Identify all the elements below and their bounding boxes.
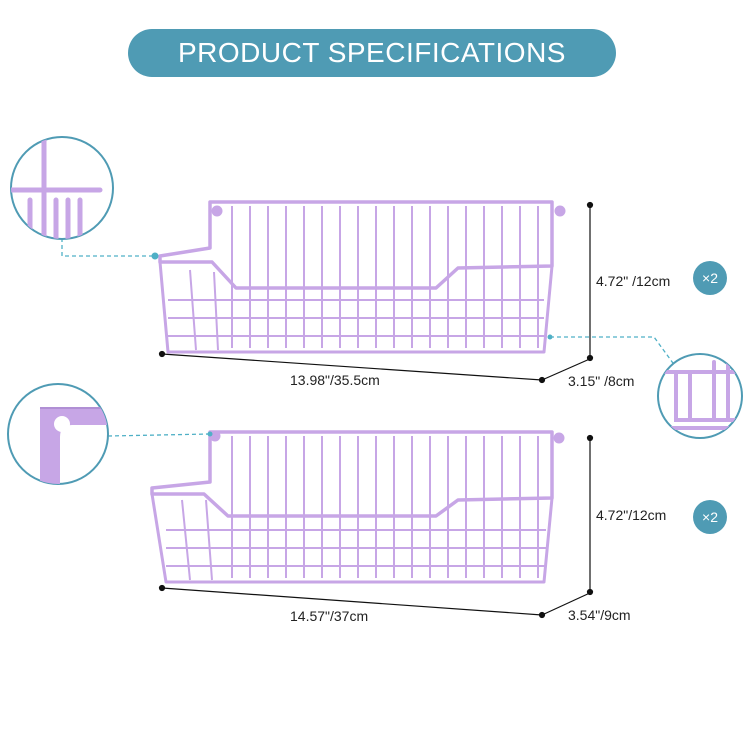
wire-basket-1 [158,200,566,354]
callout-connectors [61,238,679,437]
basket-2-depth-label: 3.54"/9cm [568,607,631,623]
basket-2-width-label: 14.57"/37cm [290,608,369,624]
basket-1-width-label: 13.98"/35.5cm [290,372,380,388]
dimension-lines-2 [158,434,594,619]
detail-corner-top-icon [10,136,114,240]
basket-2-quantity-badge: ×2 [693,500,727,534]
page-title: PRODUCT SPECIFICATIONS [128,29,616,77]
detail-mount-hole-icon [7,383,109,485]
basket-1-height-label: 4.72" /12cm [596,273,671,289]
detail-side-icon [657,353,743,439]
basket-1-depth-label: 3.15" /8cm [568,373,635,389]
basket-2-height-label: 4.72"/12cm [596,507,667,523]
basket-1-quantity-badge: ×2 [693,261,727,295]
dimension-lines-1 [158,201,594,384]
wire-basket-2 [150,430,565,584]
